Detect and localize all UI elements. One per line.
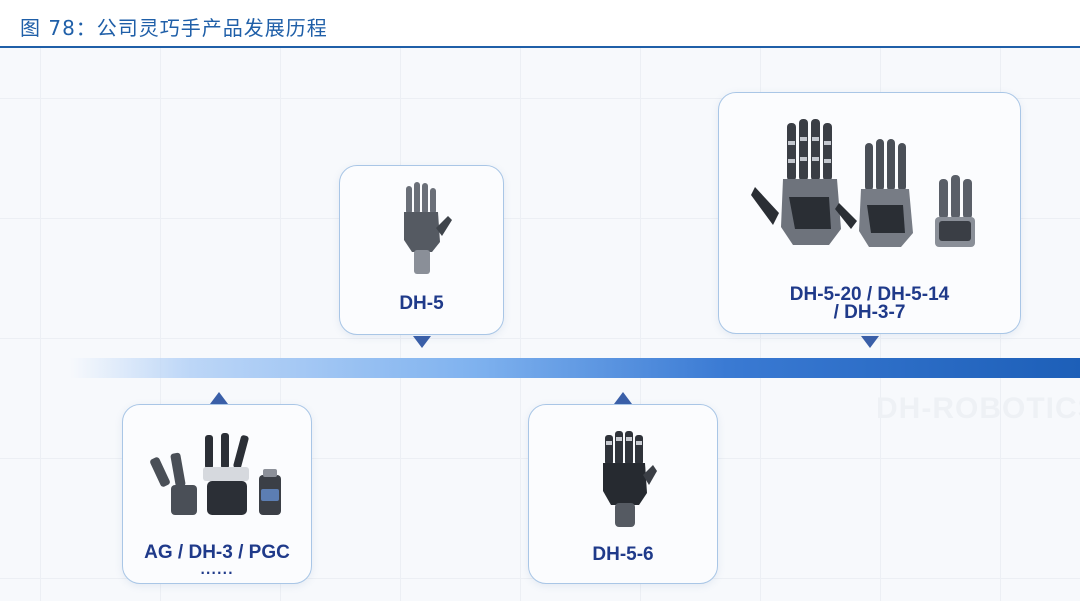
milestone-card-dh56: DH-5-6 — [528, 404, 718, 584]
watermark-text: DH-ROBOTICS — [876, 392, 1080, 425]
card-pointer-down — [413, 336, 431, 348]
milestone-card-grippers: AG / DH-3 / PGC ...... — [122, 404, 312, 584]
milestone-card-dh520: DH-5-20 / DH-5-14 / DH-3-7 — [718, 92, 1021, 334]
milestone-ellipsis: ...... — [200, 563, 234, 577]
milestone-label: AG / DH-3 / PGC — [144, 542, 290, 563]
card-pointer-up — [614, 392, 632, 404]
figure-header: 图 78：公司灵巧手产品发展历程 — [0, 0, 1080, 48]
figure-title: 图 78：公司灵巧手产品发展历程 — [20, 16, 328, 40]
milestone-label-line2: / DH-3-7 — [833, 302, 906, 323]
gripper-products-image — [150, 433, 281, 515]
dh56-hand-image — [603, 431, 657, 527]
card-pointer-up — [210, 392, 228, 404]
dh5-hand-image — [404, 182, 452, 274]
milestone-label-line1: DH-5-20 / DH-5-14 — [789, 284, 950, 305]
milestone-label: DH-5 — [399, 293, 444, 314]
card-pointer-down — [861, 336, 879, 348]
timeline-bar — [70, 358, 1080, 378]
milestone-card-dh5: DH-5 — [339, 165, 504, 335]
milestone-label: DH-5-6 — [592, 544, 654, 565]
dh520-hands-image — [751, 119, 975, 247]
